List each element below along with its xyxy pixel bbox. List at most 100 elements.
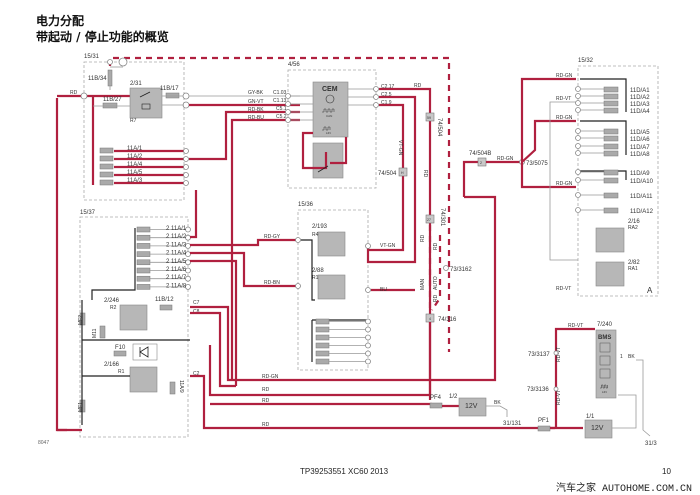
wire-label: RD xyxy=(262,398,270,404)
fuse xyxy=(315,342,330,349)
terminal xyxy=(182,92,190,100)
battery-aux xyxy=(458,397,487,417)
relay-name: RA1 xyxy=(628,266,638,272)
fuse-rows-15-36 xyxy=(315,318,371,365)
wire-label: RD-BU xyxy=(248,115,264,121)
terminal xyxy=(365,350,371,357)
fuse-11b17-label: 11B/17 xyxy=(160,86,179,92)
fuse-label: 11A/3 xyxy=(127,178,143,184)
wire-label: RD-VT xyxy=(568,323,583,329)
terminal xyxy=(365,358,371,365)
lin-label: LIN xyxy=(326,131,331,135)
pin-label: C2 xyxy=(193,371,200,377)
battery-label: 1/2 xyxy=(449,394,458,400)
relay-id: 2/16 xyxy=(628,219,640,225)
wire-11a2-up xyxy=(190,190,198,239)
pin-label: C7 xyxy=(193,300,200,306)
diode xyxy=(132,343,158,361)
wire-rd-gn-15-32 xyxy=(520,77,576,189)
connector-pin: 59 xyxy=(427,116,431,120)
wire-fuse-outputs xyxy=(114,149,184,185)
image-id: 8047 xyxy=(38,440,50,446)
wire-label: GN-VT xyxy=(248,99,264,105)
terminal xyxy=(575,100,581,106)
terminal xyxy=(575,169,581,175)
wire-label: RD-GN xyxy=(556,115,573,121)
wire-label: RD-VT xyxy=(556,347,562,362)
terminal xyxy=(185,226,191,233)
ground-label: 31/3 xyxy=(645,441,657,447)
fuse-label: F10 xyxy=(115,345,126,351)
relay-2-193 xyxy=(317,231,346,257)
wire-11a5 xyxy=(190,259,238,386)
terminal xyxy=(575,192,581,198)
wire-bk-aux xyxy=(486,405,508,417)
fuse-label: MF1 xyxy=(78,402,84,412)
cem-relay xyxy=(312,142,344,179)
wire-rd-vt-15-32 xyxy=(549,101,578,261)
fuse-m11 xyxy=(99,325,106,339)
fuse-row-group-15-31: 11A/1 11A/2 11A/4 11A/5 11A/3 xyxy=(99,146,143,186)
cem-frame-label: 4/56 xyxy=(288,62,300,68)
diode-icon xyxy=(139,346,149,358)
cem-pin: C1.03 xyxy=(273,90,287,96)
fuse-label: 11A/5 xyxy=(127,170,143,176)
terminal xyxy=(365,318,371,325)
terminal xyxy=(185,283,191,290)
wire-bms-ground xyxy=(612,359,651,437)
fuse-11a9 xyxy=(169,381,176,395)
fuse-label: PF4 xyxy=(430,395,442,401)
terminal xyxy=(575,107,581,113)
terminal xyxy=(185,234,191,241)
wire-label: RD-GN xyxy=(262,374,279,380)
connector-label: 74/504B xyxy=(469,151,491,157)
fuse-label: 11D/A12 xyxy=(630,209,654,215)
battery-voltage: 12V xyxy=(591,425,604,432)
cem-pin: C5.2 xyxy=(276,114,287,120)
fuse xyxy=(136,275,151,282)
fuse xyxy=(136,234,151,241)
fuse xyxy=(315,334,330,341)
fuse-label: M11 xyxy=(92,328,98,338)
fuse-label: 11B/12 xyxy=(155,297,174,303)
fuse-label: 2 11A/5 xyxy=(166,259,187,265)
relay-2-31-id: 2/31 xyxy=(130,81,142,87)
wire-label: GY-BK xyxy=(248,90,264,96)
wire-label: AUTO xyxy=(433,276,439,290)
terminal xyxy=(365,334,371,341)
fuse xyxy=(136,259,151,266)
diagram-title: 电力分配 xyxy=(36,14,85,28)
connector-label: 74/301 xyxy=(439,208,445,227)
relay-2-31-name: R7 xyxy=(130,118,137,124)
fuse-label: 11D/A10 xyxy=(630,179,654,185)
lin-signal-icon xyxy=(322,126,331,131)
fuse xyxy=(603,150,619,157)
wire-label: RD-VT xyxy=(556,286,571,292)
fuse-label: 11D/A4 xyxy=(630,109,650,115)
terminal xyxy=(185,259,191,266)
connector-pin: 4 xyxy=(429,317,431,321)
fuse-pf1 xyxy=(537,425,551,432)
fuse-label: 11D/A2 xyxy=(630,95,650,101)
fuse-label: 11D/A8 xyxy=(630,152,650,158)
fuse xyxy=(603,207,619,214)
wire-label: BK xyxy=(494,400,501,406)
bms-label: BMS xyxy=(598,335,611,341)
connector-label: 73/5075 xyxy=(526,161,548,167)
fusebox-15-37-frame xyxy=(79,216,189,438)
connector-pin: 27 xyxy=(427,218,431,222)
fuse-label: 11A/4 xyxy=(127,162,143,168)
splice-73-3137 xyxy=(553,350,559,356)
wire-label: RD xyxy=(433,294,439,302)
wire-label: BK xyxy=(628,354,635,360)
wire-rd-gy xyxy=(190,238,296,247)
wire-vt-gn-c1-9 xyxy=(368,103,405,252)
wire-label: VT-GN xyxy=(380,243,396,249)
wire-label: RD-BK xyxy=(248,107,264,113)
relay-2-246 xyxy=(119,304,148,331)
connector-pin: 2 xyxy=(480,161,482,165)
terminal xyxy=(575,93,581,99)
connector-label: 73/3136 xyxy=(527,387,549,393)
can-signal-icon xyxy=(322,108,335,113)
splice-73-3136 xyxy=(553,386,559,392)
